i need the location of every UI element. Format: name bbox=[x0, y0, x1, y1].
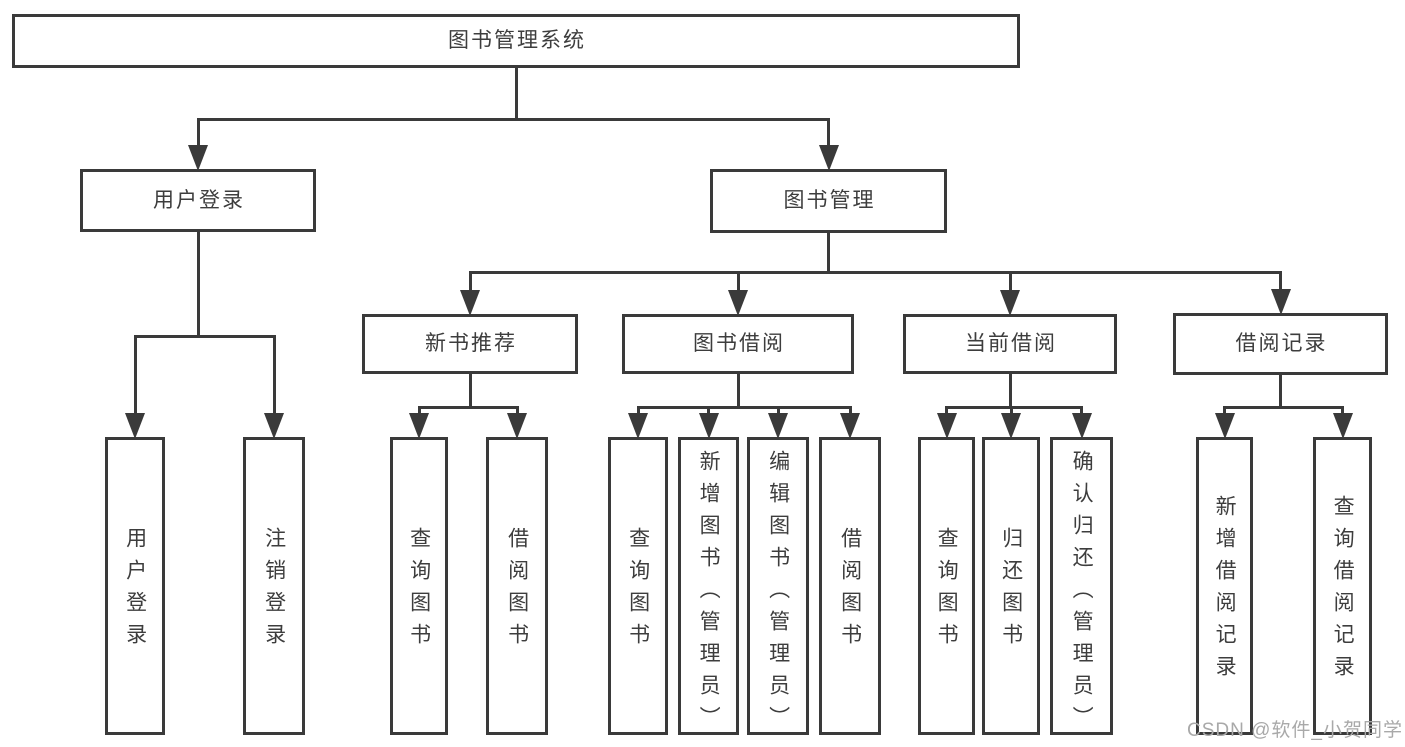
connector-branch-newbook bbox=[417, 406, 519, 409]
arrow-down-icon bbox=[768, 413, 788, 439]
arrow-down-icon bbox=[840, 413, 860, 439]
connector-branch-current bbox=[945, 406, 1083, 409]
arrow-down-icon bbox=[409, 413, 429, 439]
connector-stem-newbook bbox=[468, 372, 472, 409]
arrow-down-icon bbox=[1214, 413, 1235, 439]
arrow-down-icon bbox=[936, 413, 957, 439]
arrow-down-icon bbox=[628, 413, 648, 439]
node-label-cur-confirm-return: 确认归还（管理员） bbox=[1070, 450, 1094, 738]
node-bw-edit-book: 编辑图书（管理员） bbox=[747, 437, 809, 738]
node-bw-add-book: 新增图书（管理员） bbox=[678, 437, 739, 738]
node-rec-query-record: 查询借阅记录 bbox=[1313, 437, 1372, 735]
connector-drop-records bbox=[1279, 274, 1282, 295]
node-cur-confirm-return: 确认归还（管理员） bbox=[1050, 437, 1113, 738]
node-label-root: 图书管理系统 bbox=[448, 29, 586, 53]
arrow-down-icon bbox=[1332, 413, 1353, 439]
arrow-down-icon bbox=[728, 290, 748, 316]
node-nb-query-book: 查询图书 bbox=[390, 437, 448, 735]
node-borrow: 图书借阅 bbox=[622, 314, 854, 374]
connector-branch-records bbox=[1223, 406, 1344, 409]
node-rec-add-record: 新增借阅记录 bbox=[1196, 437, 1253, 735]
node-label-rec-add-record: 新增借阅记录 bbox=[1213, 495, 1237, 687]
node-logout: 注销登录 bbox=[243, 437, 305, 735]
arrow-down-icon bbox=[188, 145, 208, 171]
node-label-nb-borrow-book: 借阅图书 bbox=[505, 527, 529, 655]
node-label-mgmt: 图书管理 bbox=[783, 189, 876, 213]
node-label-cur-query-book: 查询图书 bbox=[935, 527, 959, 655]
connector-branch-root bbox=[196, 118, 830, 121]
node-mgmt: 图书管理 bbox=[710, 169, 947, 233]
arrow-down-icon bbox=[460, 290, 480, 316]
node-label-nb-query-book: 查询图书 bbox=[407, 527, 431, 655]
node-newbook: 新书推荐 bbox=[362, 314, 578, 374]
connector-branch-borrow bbox=[636, 406, 852, 409]
node-label-borrow: 图书借阅 bbox=[693, 332, 785, 356]
connector-branch-mgmt bbox=[468, 271, 1282, 274]
arrow-down-icon bbox=[1071, 413, 1092, 439]
connector-branch-login bbox=[133, 335, 276, 338]
node-label-user-login: 用户登录 bbox=[123, 527, 147, 655]
node-label-bw-add-book: 新增图书（管理员） bbox=[697, 450, 721, 738]
arrow-down-icon bbox=[818, 145, 839, 171]
node-nb-borrow-book: 借阅图书 bbox=[486, 437, 548, 735]
watermark: CSDN @软件_小贺同学 bbox=[1187, 720, 1403, 741]
node-label-logout: 注销登录 bbox=[262, 527, 286, 655]
node-cur-return-book: 归还图书 bbox=[982, 437, 1040, 735]
node-label-bw-borrow-book: 借阅图书 bbox=[838, 527, 862, 655]
connector-stem-current bbox=[1008, 372, 1012, 409]
node-records: 借阅记录 bbox=[1173, 313, 1388, 375]
node-label-current: 当前借阅 bbox=[965, 332, 1057, 356]
node-root: 图书管理系统 bbox=[12, 14, 1020, 68]
node-cur-query-book: 查询图书 bbox=[918, 437, 975, 735]
connector-stem-records bbox=[1279, 373, 1282, 409]
connector-stem-root bbox=[514, 66, 518, 121]
arrow-down-icon bbox=[1270, 289, 1291, 315]
node-login: 用户登录 bbox=[80, 169, 316, 232]
connector-drop-login bbox=[196, 121, 200, 151]
connector-drop-borrow bbox=[736, 274, 740, 296]
arrow-down-icon bbox=[507, 413, 527, 439]
node-bw-query-book: 查询图书 bbox=[608, 437, 668, 735]
arrow-down-icon bbox=[264, 413, 284, 439]
connector-stem-login bbox=[196, 230, 200, 338]
arrow-down-icon bbox=[698, 413, 719, 439]
arrow-down-icon bbox=[1000, 290, 1020, 316]
connector-stem-mgmt bbox=[827, 231, 830, 274]
node-label-newbook: 新书推荐 bbox=[425, 332, 517, 356]
connector-drop-newbook bbox=[468, 274, 472, 296]
node-label-rec-query-record: 查询借阅记录 bbox=[1331, 495, 1355, 687]
node-user-login: 用户登录 bbox=[105, 437, 165, 735]
connector-drop-logout bbox=[272, 338, 276, 419]
node-label-records: 借阅记录 bbox=[1235, 332, 1328, 356]
arrow-down-icon bbox=[125, 413, 145, 439]
node-label-bw-query-book: 查询图书 bbox=[626, 527, 650, 655]
connector-drop-current bbox=[1008, 274, 1012, 296]
connector-stem-borrow bbox=[736, 372, 740, 409]
node-current: 当前借阅 bbox=[903, 314, 1117, 374]
node-bw-borrow-book: 借阅图书 bbox=[819, 437, 881, 735]
connector-drop-user-login bbox=[133, 338, 137, 419]
node-label-login: 用户登录 bbox=[153, 188, 245, 212]
node-label-cur-return-book: 归还图书 bbox=[999, 527, 1023, 655]
arrow-down-icon bbox=[1001, 413, 1021, 439]
node-label-bw-edit-book: 编辑图书（管理员） bbox=[766, 450, 790, 738]
connector-drop-mgmt bbox=[827, 121, 830, 151]
